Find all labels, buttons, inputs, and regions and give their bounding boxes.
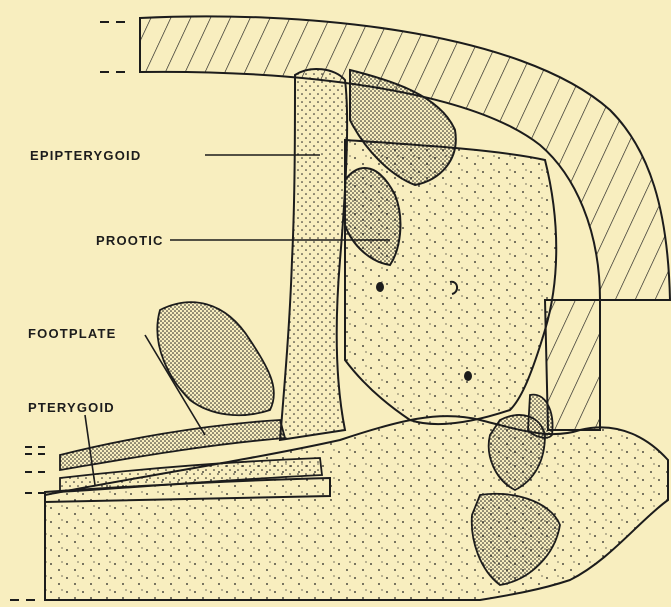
label-footplate: FOOTPLATE — [28, 326, 117, 341]
epipterygoid-bone — [280, 69, 347, 440]
label-epipterygoid: EPIPTERYGOID — [30, 148, 141, 163]
label-pterygoid: PTERYGOID — [28, 400, 115, 415]
label-prootic: PROOTIC — [96, 233, 164, 248]
footplate-block — [157, 302, 274, 415]
hatched-column — [545, 300, 600, 430]
